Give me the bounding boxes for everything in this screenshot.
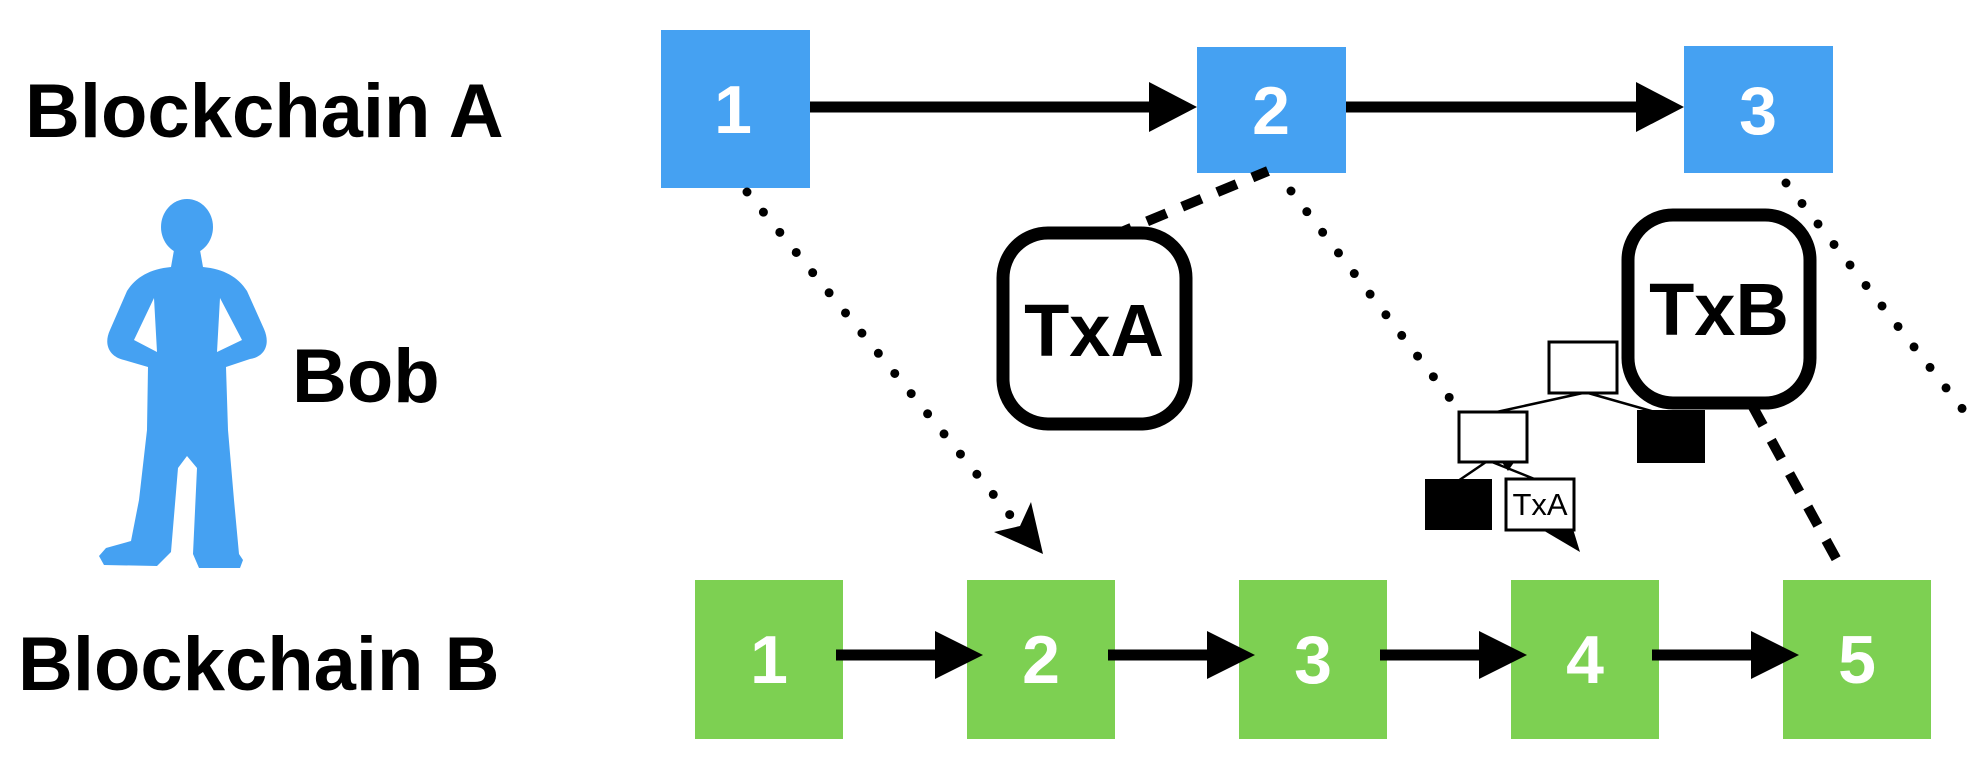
chain-b-block-3 [1239,580,1387,739]
merkle-edge-root-left [1491,391,1584,415]
chain-a-arrow-2-3 [1346,82,1684,132]
chain-a-row: 1 2 3 [661,30,1833,188]
chain-a-block-1-number: 1 [714,72,752,148]
chain-b-arrow-3-4 [1380,631,1527,679]
chain-b-block-2 [967,580,1115,739]
person-head [161,199,213,255]
merkle-junction-mark [1501,461,1515,471]
arrow-head-icon [1636,82,1684,132]
chain-b-block-4-number: 4 [1566,622,1604,698]
merkle-leaf-tail-icon [1541,529,1580,552]
tx-b-box: TxB [1621,208,1817,410]
chain-a-block-2 [1197,47,1346,173]
chain-b-block-4 [1511,580,1659,739]
chain-b-arrow-2-3 [1108,631,1255,679]
merkle-edge-left-leaftxa [1491,460,1538,482]
merkle-right-node-hash [1637,410,1705,463]
merkle-root-node [1547,340,1619,395]
merkle-leaf-txa: TxA [1504,477,1580,552]
arrow-head-icon [1751,631,1799,679]
chain-b-label: Blockchain B [18,622,499,707]
chain-b-block-5 [1783,580,1931,739]
dashed-connectors [1110,166,1849,576]
tx-a-box: TxA [996,226,1193,431]
merkle-edge-left-leafblack [1457,460,1487,483]
chain-b-block-1-number: 1 [750,622,788,698]
tx-a-outline [996,226,1193,431]
actor-label: Bob [292,334,440,419]
merkle-left-node [1457,410,1529,464]
dotted-link-a2-to-merkle [1286,186,1457,406]
tx-b-outline [1621,208,1817,410]
chain-b-block-1 [695,580,843,739]
tx-a-label: TxA [1024,289,1164,372]
merkle-edge-root-right [1587,391,1656,414]
chain-b-arrow-4-5 [1652,631,1799,679]
arrow-head-icon [1479,631,1527,679]
chain-b-arrow-1-2 [836,631,983,679]
chain-a-block-3-number: 3 [1739,73,1777,149]
person-icon [99,199,267,568]
arrow-head-icon [1149,82,1197,132]
chain-b-block-2-number: 2 [1022,622,1060,698]
chain-b-block-5-number: 5 [1838,622,1876,698]
merkle-leaf-text: TxA [1512,487,1567,522]
merkle-leaf-hash [1425,479,1492,530]
dashed-link-txb-to-b5 [1748,404,1849,576]
chain-a-block-2-number: 2 [1252,73,1290,149]
arrow-head-icon [1207,631,1255,679]
arrow-head-icon [935,631,983,679]
merkle-tree: TxA [1425,340,1705,552]
chain-a-label: Blockchain A [25,69,504,154]
tx-b-label: TxB [1649,268,1789,351]
person-body [99,250,267,568]
merkle-leaf-box [1504,477,1576,532]
dotted-link-arrow-head-icon [994,502,1043,554]
dotted-link-a3-to-edge [1781,178,1978,430]
chain-a-block-1 [661,30,810,188]
dashed-link-txa-to-a2 [1110,166,1270,241]
chain-b-block-3-number: 3 [1294,622,1332,698]
chain-b-row: 1 2 3 4 5 [695,580,1931,739]
dotted-connectors [742,178,1978,554]
chain-a-arrow-1-2 [810,82,1197,132]
chain-a-block-3 [1684,46,1833,173]
